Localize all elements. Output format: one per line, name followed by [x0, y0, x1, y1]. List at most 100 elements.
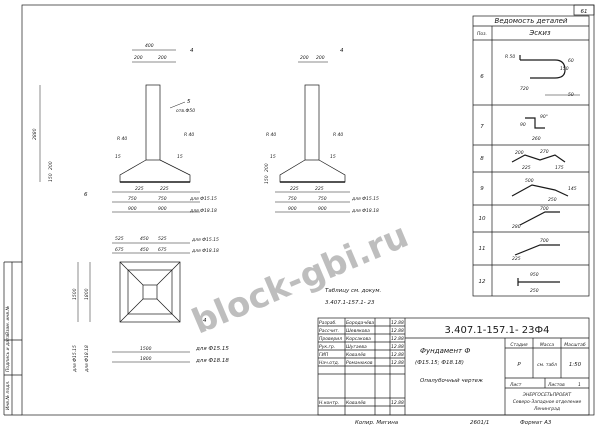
dim-label: 200	[158, 55, 167, 61]
dim-label: 1500	[140, 346, 152, 352]
detail-dim: 225	[522, 165, 531, 171]
scale-value: 1:50	[569, 362, 582, 368]
dim-label: 225	[290, 186, 299, 192]
callout-label: R 40	[117, 136, 127, 142]
role-name: Ковалёв	[346, 352, 366, 358]
role-name: Шугаева	[346, 344, 367, 350]
role-name: Бородачёва	[346, 320, 374, 326]
dim-label: 900	[158, 206, 167, 212]
detail-dim: 60	[568, 58, 574, 64]
dim-label: 200	[134, 55, 143, 61]
doc-code: 3.407.1-157.1- 23Ф4	[445, 325, 550, 336]
detail-sketches	[511, 55, 580, 286]
role-name: Корсакова	[346, 336, 371, 342]
detail-dim: 200	[515, 150, 524, 156]
dim-label: 450	[140, 247, 149, 253]
note-label: для Ф15.15	[72, 345, 78, 373]
dim-label: 200	[300, 55, 309, 61]
detail-dim: 280	[512, 224, 521, 230]
dim-label: 750	[158, 196, 167, 202]
margin-label: Инв.№ подл.	[5, 380, 11, 410]
dim-label: 225	[160, 186, 169, 192]
dim-label: 2880	[32, 128, 38, 140]
dim-label: 675	[115, 247, 124, 253]
callout-label: R 40	[184, 132, 194, 138]
table-reference: Таблицу см. докум.	[325, 288, 382, 294]
detail-dim: 270	[540, 149, 549, 155]
sheets-label: Листов	[547, 382, 565, 388]
note-label: для Ф18.18	[195, 358, 229, 364]
detail-pos: 8	[480, 156, 484, 162]
dim-label: 900	[318, 206, 327, 212]
detail-dim: 700	[540, 238, 549, 244]
detail-dim: R 50	[505, 54, 515, 60]
note-label: для Ф18.18	[191, 248, 219, 254]
role-label: Проверил	[319, 336, 342, 342]
dim-label: 1800	[140, 356, 152, 362]
dim-label: 750	[318, 196, 327, 202]
role-name: Ковалёв	[346, 400, 366, 406]
detail-pos: 10	[479, 216, 486, 222]
note-label: для Ф18.18	[84, 345, 90, 373]
detail-dim: 720	[520, 86, 529, 92]
detail-dim: 145	[568, 186, 577, 192]
object-name: (Ф15.15; Ф18.18)	[415, 360, 464, 366]
role-label: ГИП	[319, 352, 329, 358]
detail-dim: 700	[540, 206, 549, 212]
dim-label: 150	[264, 175, 270, 184]
sheets-value: 1	[578, 382, 581, 388]
role-date: 12.88	[391, 360, 404, 366]
details-title: Ведомость деталей	[495, 17, 568, 25]
detail-dim: 50	[568, 92, 574, 98]
dim-label: 400	[145, 43, 154, 49]
dim-label: 200	[316, 55, 325, 61]
dim-label: 225	[135, 186, 144, 192]
frame	[21, 4, 595, 416]
footer-number: 2601/1	[470, 420, 489, 426]
role-date: 12.88	[391, 336, 404, 342]
left-elevation	[39, 49, 200, 213]
note-label: для Ф18.18	[189, 208, 217, 214]
detail-dim: 260	[532, 136, 541, 142]
detail-dim: 175	[555, 165, 564, 171]
role-date: 12.88	[391, 320, 404, 326]
role-date: 12.88	[391, 344, 404, 350]
mass-label: Масса	[540, 342, 555, 348]
dim-label: 675	[158, 247, 167, 253]
dim-label: 525	[158, 236, 167, 242]
detail-pos: 7	[480, 124, 484, 130]
dim-label: 750	[288, 196, 297, 202]
dim-label: 525	[115, 236, 124, 242]
dim-label: 200	[48, 161, 54, 170]
dim-label: 900	[128, 206, 137, 212]
details-col-pos: Поз.	[477, 31, 487, 37]
dim-label: 150	[48, 173, 54, 182]
dim-label: 450	[140, 236, 149, 242]
title-block	[317, 317, 590, 416]
role-label: Н.контр.	[319, 400, 339, 406]
format-label: Формат А3	[520, 420, 552, 426]
drawing-name: Опалубочный чертеж	[420, 378, 483, 384]
dim-label: 1500	[72, 288, 78, 300]
dim-label: 225	[315, 186, 324, 192]
detail-pos: 12	[479, 279, 486, 285]
callout-label: R 40	[266, 132, 276, 138]
dim-label: 1800	[84, 288, 90, 300]
role-date: 12.88	[391, 328, 404, 334]
sheet-label: Лист	[509, 382, 522, 388]
callout-label: 4	[340, 48, 344, 54]
details-table	[472, 15, 590, 297]
role-label: Рук.гр.	[319, 344, 335, 350]
callout-label: 15	[330, 154, 336, 160]
callout-label: 15	[177, 154, 183, 160]
stage-value: Р	[517, 362, 521, 368]
note-label: для Ф15.15	[191, 237, 219, 243]
role-name: Шевякова	[346, 328, 370, 334]
sheet-number: 61	[581, 9, 588, 15]
callout-label: 4	[190, 48, 194, 54]
callout-label: 5	[187, 99, 191, 105]
org-name: ЭНЕРГОСЕТЬПРОЕКТ	[522, 392, 573, 398]
callout-label: 15	[115, 154, 121, 160]
note-label: для Ф15.15	[195, 346, 229, 352]
